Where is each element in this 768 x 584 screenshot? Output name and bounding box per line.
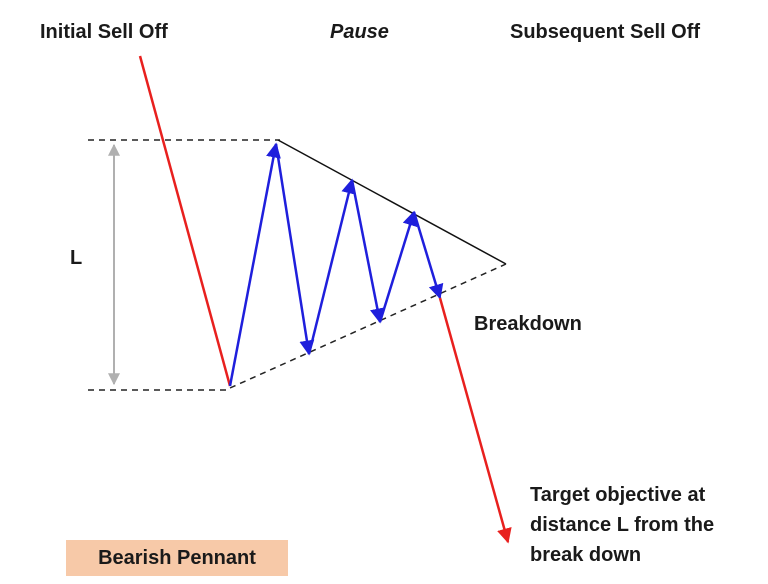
lower-trendline bbox=[229, 263, 507, 389]
swing-down-1 bbox=[274, 143, 315, 356]
length-label: L bbox=[70, 247, 83, 269]
target-line-1: Target objective at bbox=[530, 484, 706, 506]
initial-sell-off-label: Initial Sell Off bbox=[40, 21, 168, 43]
swing-up-3 bbox=[378, 210, 418, 323]
pause-swings bbox=[228, 142, 444, 387]
target-objective-note: Target objective at distance L from the … bbox=[530, 480, 714, 570]
breakdown-label: Breakdown bbox=[474, 313, 582, 335]
pause-label: Pause bbox=[330, 21, 389, 43]
target-line-3: break down bbox=[530, 544, 642, 566]
target-line-2: distance L from the bbox=[530, 514, 715, 536]
swing-up-2 bbox=[307, 178, 357, 355]
swing-down-3 bbox=[412, 211, 444, 300]
pattern-name-box: Bearish Pennant bbox=[66, 540, 288, 576]
initial-sell-off-line bbox=[138, 55, 232, 387]
subsequent-sell-off-arrow bbox=[438, 297, 512, 544]
subsequent-sell-off-label: Subsequent Sell Off bbox=[510, 21, 701, 43]
upper-trendline bbox=[277, 139, 507, 265]
swing-up-1 bbox=[228, 142, 281, 387]
pattern-name: Bearish Pennant bbox=[98, 546, 256, 569]
swing-down-2 bbox=[350, 179, 385, 324]
